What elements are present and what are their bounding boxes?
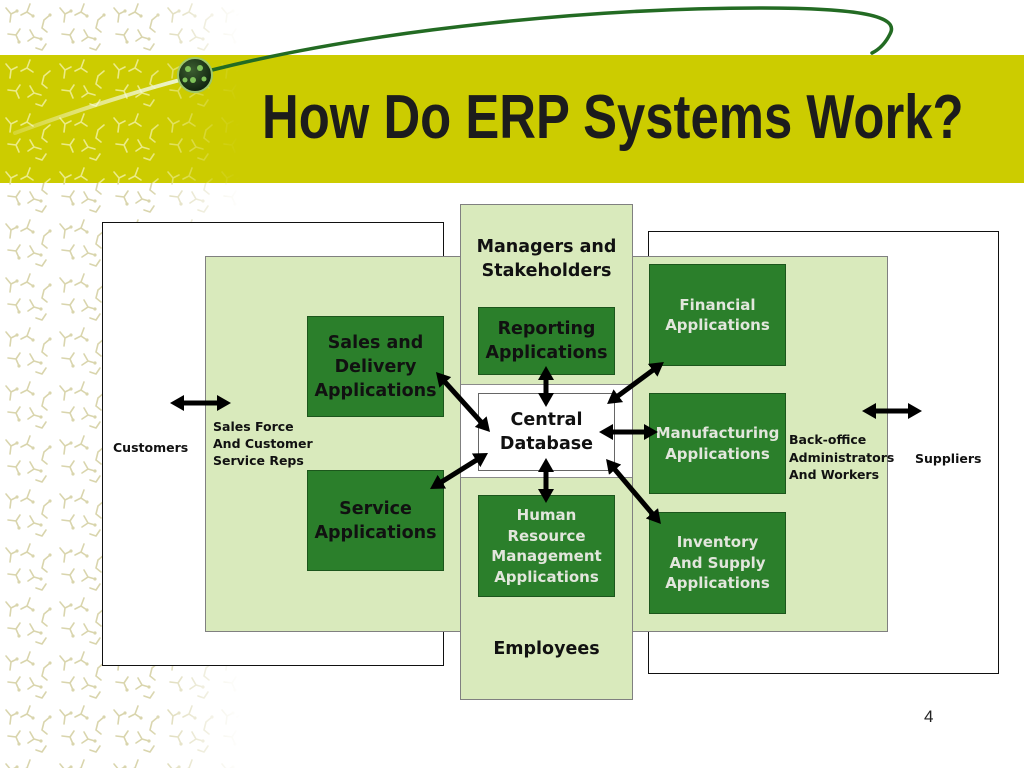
module-label-line: Human <box>516 506 577 524</box>
module-label-line: Applications <box>665 444 770 463</box>
managers-stakeholders-label: Managers and Stakeholders <box>460 235 633 283</box>
swoosh-tail <box>13 78 182 135</box>
sales-delivery-applications-box: Sales and Delivery Applications <box>307 316 444 417</box>
module-label-line: Applications <box>485 343 608 363</box>
reporting-applications-box: Reporting Applications <box>478 307 615 375</box>
suppliers-label: Suppliers <box>915 450 981 467</box>
label-line: Customers <box>113 440 189 455</box>
module-label-line: Resource <box>507 526 586 545</box>
label-line: And Workers <box>789 467 880 482</box>
back-office-label: Back-office Administrators And Workers <box>789 431 894 484</box>
module-label-line: Applications <box>494 567 599 586</box>
module-label-line: Sales and <box>327 332 424 353</box>
decorative-swoosh <box>13 6 894 135</box>
module-label-line: Service <box>339 498 412 519</box>
sales-force-label: Sales Force And Customer Service Reps <box>213 418 313 469</box>
page-number: 4 <box>924 707 934 726</box>
module-label-line: Management <box>491 547 602 565</box>
central-database-box: Central Database <box>478 393 615 471</box>
module-label-line: Applications <box>665 574 770 593</box>
human-resource-applications-box: Human Resource Management Applications <box>478 495 615 597</box>
service-applications-box: Service Applications <box>307 470 444 571</box>
module-label-line: Applications <box>314 522 437 543</box>
label-line: Service Reps <box>213 453 304 468</box>
label-line: Central <box>510 410 583 430</box>
module-label-line: Manufacturing <box>655 424 780 442</box>
module-label-line: And Supply <box>669 553 766 572</box>
customers-label: Customers <box>113 439 188 456</box>
orb-bullet-icon <box>177 57 213 93</box>
module-label-line: Financial <box>679 295 756 314</box>
manufacturing-applications-box: Manufacturing Applications <box>649 393 786 494</box>
financial-applications-box: Financial Applications <box>649 264 786 366</box>
label-line: Employees <box>493 639 600 659</box>
employees-label: Employees <box>460 637 633 661</box>
label-line: Suppliers <box>915 451 982 466</box>
label-line: Sales Force <box>213 419 294 434</box>
module-label-line: Applications <box>665 316 770 334</box>
module-label-line: Reporting <box>497 319 596 339</box>
label-line: Back-office <box>789 432 867 447</box>
label-line: Database <box>499 434 594 454</box>
slide-title: How Do ERP Systems Work? <box>262 83 964 152</box>
label-line: Administrators <box>789 449 895 465</box>
label-line: Managers and <box>476 237 617 257</box>
module-label-line: Applications <box>314 380 437 401</box>
label-line: And Customer <box>213 436 313 451</box>
module-label-line: Delivery <box>334 356 417 377</box>
swoosh-line <box>210 6 894 72</box>
label-line: Stakeholders <box>481 261 612 281</box>
module-label-line: Inventory <box>676 533 759 552</box>
inventory-supply-applications-box: Inventory And Supply Applications <box>649 512 786 614</box>
